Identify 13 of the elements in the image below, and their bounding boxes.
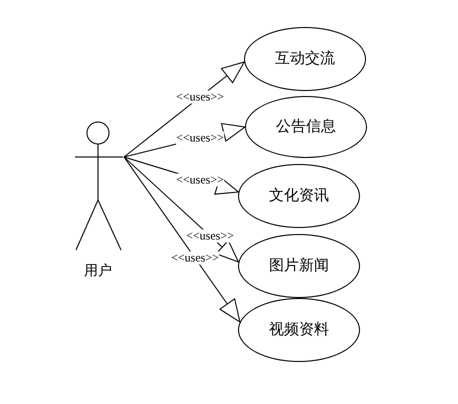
arrow bbox=[124, 156, 240, 322]
edge-label: <<uses>> bbox=[176, 132, 224, 145]
edge-label: <<uses>> bbox=[171, 252, 219, 265]
use-case-label: 文化资讯 bbox=[269, 186, 329, 206]
use-case-label: 公告信息 bbox=[276, 116, 336, 137]
actor-label: 用户 bbox=[84, 261, 112, 280]
use-case-label: 图片新闻 bbox=[269, 256, 329, 276]
edge-label: <<uses>> bbox=[186, 229, 234, 242]
arrow bbox=[124, 156, 239, 262]
edge-label: <<uses>> bbox=[176, 174, 224, 187]
use-case-label: 视频资料 bbox=[269, 320, 329, 340]
edge-label: <<uses>> bbox=[176, 90, 224, 104]
use-case-label: 互动交流 bbox=[275, 48, 335, 69]
